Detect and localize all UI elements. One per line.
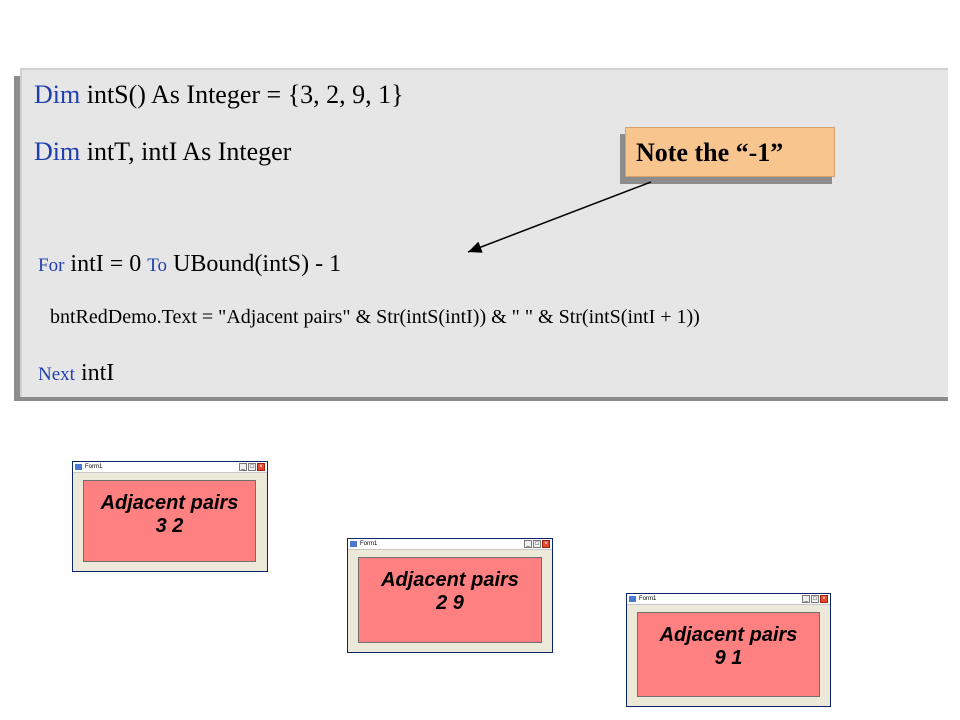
minimize-icon[interactable]: _ [524, 540, 532, 548]
app-icon [629, 596, 636, 602]
button-line-1: Adjacent pairs [381, 569, 519, 591]
code-text: intI [74, 360, 115, 386]
red-demo-button[interactable]: Adjacent pairs 2 9 [358, 557, 542, 643]
title-bar: Form1 _ □ × [348, 539, 552, 550]
code-line-3: For intI = 0 To UBound(intS) - 1 [38, 251, 341, 278]
minimize-icon[interactable]: _ [239, 463, 247, 471]
keyword-next: Next [38, 364, 75, 385]
app-icon [350, 541, 357, 547]
code-line-2: Dim intT, intI As Integer [34, 137, 291, 167]
red-demo-button[interactable]: Adjacent pairs 9 1 [637, 612, 820, 697]
maximize-icon[interactable]: □ [811, 595, 819, 603]
code-panel [20, 68, 948, 397]
title-bar: Form1 _ □ × [627, 594, 830, 605]
keyword-to: To [147, 255, 168, 276]
close-icon[interactable]: × [542, 540, 550, 548]
app-icon [75, 464, 82, 470]
code-text: intS() As Integer = {3, 2, 9, 1} [80, 80, 404, 109]
button-line-2: 9 1 [714, 647, 743, 669]
red-demo-button[interactable]: Adjacent pairs 3 2 [83, 480, 256, 562]
title-bar: Form1 _ □ × [73, 462, 267, 473]
maximize-icon[interactable]: □ [248, 463, 256, 471]
minimize-icon[interactable]: _ [802, 595, 810, 603]
form-window-3: Form1 _ □ × Adjacent pairs 9 1 [626, 593, 831, 707]
code-text: intT, intI As Integer [80, 137, 292, 166]
window-title: Form1 [360, 541, 378, 547]
code-line-4: bntRedDemo.Text = "Adjacent pairs" & Str… [50, 306, 700, 328]
maximize-icon[interactable]: □ [533, 540, 541, 548]
code-text: intI = 0 [64, 251, 148, 277]
window-title: Form1 [85, 464, 103, 470]
code-line-1: Dim intS() As Integer = {3, 2, 9, 1} [34, 80, 404, 110]
close-icon[interactable]: × [257, 463, 265, 471]
keyword-dim: Dim [34, 137, 81, 166]
note-callout: Note the “-1” [625, 127, 835, 177]
form-window-1: Form1 _ □ × Adjacent pairs 3 2 [72, 461, 268, 572]
button-line-2: 2 9 [436, 592, 464, 614]
button-line-1: Adjacent pairs [659, 624, 798, 646]
code-line-5: Next intI [38, 360, 114, 387]
keyword-dim: Dim [34, 80, 81, 109]
window-title: Form1 [639, 596, 657, 602]
keyword-for: For [38, 255, 65, 276]
button-line-2: 3 2 [155, 515, 184, 537]
code-text: UBound(intS) - 1 [167, 251, 342, 277]
button-line-1: Adjacent pairs [100, 492, 239, 514]
form-window-2: Form1 _ □ × Adjacent pairs 2 9 [347, 538, 553, 653]
close-icon[interactable]: × [820, 595, 828, 603]
